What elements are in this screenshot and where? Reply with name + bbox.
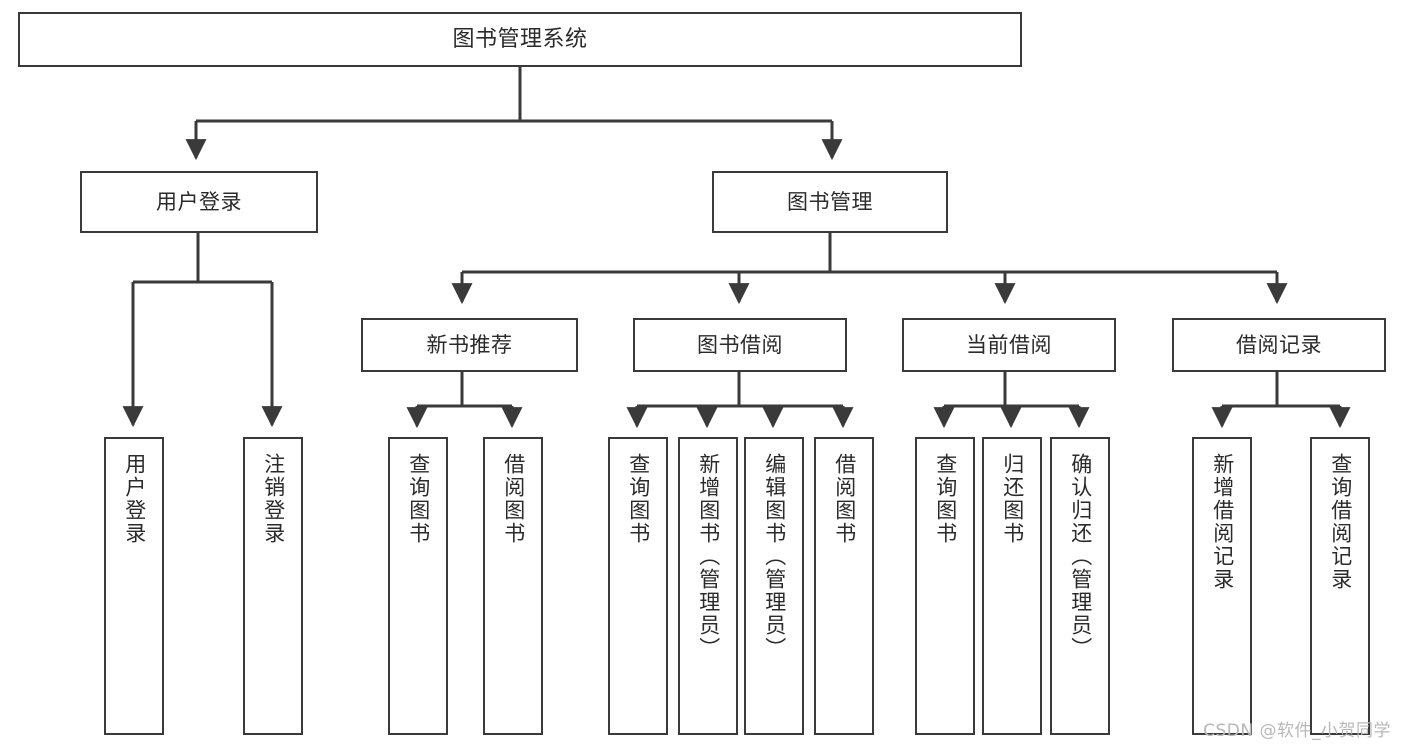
node-leaf-query-book-3[interactable]: 查询图书 (915, 437, 975, 735)
node-leaf-add-book-admin[interactable]: 新增图书（管理员） (678, 437, 738, 735)
node-leaf-query-borrow-record[interactable]: 查询借阅记录 (1310, 437, 1370, 735)
node-label: 查询图书 (626, 453, 651, 545)
node-new-book-recommend[interactable]: 新书推荐 (361, 318, 578, 372)
node-label: 查询图书 (933, 453, 958, 545)
node-borrow-record[interactable]: 借阅记录 (1172, 318, 1386, 372)
node-leaf-query-book-1[interactable]: 查询图书 (388, 437, 448, 735)
csdn-watermark: CSDN @软件_小贺同学 (1203, 721, 1391, 741)
node-label: 图书管理 (787, 189, 873, 214)
node-label: 借阅图书 (832, 453, 857, 545)
node-leaf-logout-login[interactable]: 注销登录 (243, 437, 303, 735)
node-label: 借阅记录 (1236, 332, 1322, 357)
node-label: 图书管理系统 (452, 26, 588, 52)
node-current-borrow[interactable]: 当前借阅 (902, 318, 1116, 372)
node-leaf-query-book-2[interactable]: 查询图书 (608, 437, 668, 735)
node-label: 查询图书 (406, 453, 431, 545)
node-book-borrow[interactable]: 图书借阅 (633, 318, 847, 372)
node-root-system[interactable]: 图书管理系统 (18, 12, 1022, 67)
node-label: 新增借阅记录 (1210, 453, 1235, 591)
node-leaf-user-login[interactable]: 用户登录 (104, 437, 164, 735)
node-label: 新书推荐 (426, 332, 513, 357)
node-label: 新增图书（管理员） (696, 453, 721, 660)
node-label: 借阅图书 (501, 453, 526, 545)
node-label: 注销登录 (261, 453, 286, 545)
node-label: 用户登录 (156, 189, 242, 214)
node-leaf-borrow-book-2[interactable]: 借阅图书 (814, 437, 874, 735)
node-user-login[interactable]: 用户登录 (80, 171, 318, 233)
node-label: 查询借阅记录 (1328, 453, 1353, 591)
node-leaf-edit-book-admin[interactable]: 编辑图书（管理员） (744, 437, 804, 735)
node-book-manage[interactable]: 图书管理 (712, 171, 948, 233)
node-label: 确认归还（管理员） (1068, 453, 1093, 660)
node-leaf-borrow-book-1[interactable]: 借阅图书 (483, 437, 543, 735)
node-leaf-add-borrow-record[interactable]: 新增借阅记录 (1192, 437, 1252, 735)
node-label: 图书借阅 (697, 332, 783, 357)
node-leaf-confirm-return-admin[interactable]: 确认归还（管理员） (1050, 437, 1110, 735)
node-label: 归还图书 (1000, 453, 1025, 545)
node-label: 用户登录 (122, 453, 147, 545)
node-label: 编辑图书（管理员） (762, 453, 787, 660)
node-label: 当前借阅 (966, 332, 1052, 357)
node-leaf-return-book[interactable]: 归还图书 (982, 437, 1042, 735)
